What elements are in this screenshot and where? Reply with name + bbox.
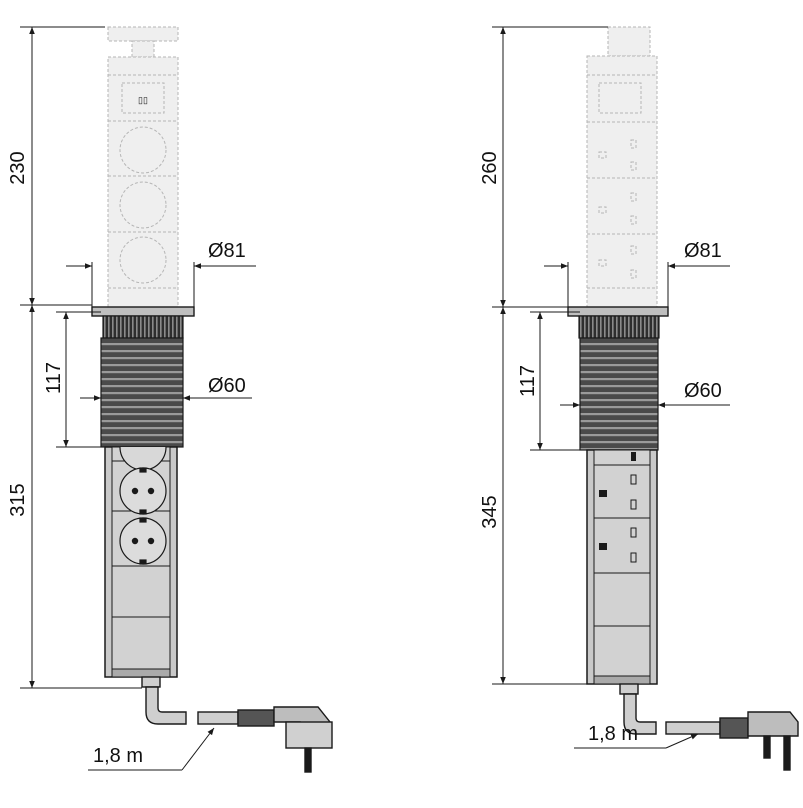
left-power-tower: ▯▯ xyxy=(7,26,333,773)
right-uk-socket-icon xyxy=(599,452,637,563)
right-extended-height-label: 260 xyxy=(479,151,501,184)
left-thread-length-label: 117 xyxy=(43,362,65,394)
left-cable-length-label: 1,8 m xyxy=(93,745,143,767)
right-thread-diameter-label: Ø60 xyxy=(684,380,722,402)
right-thread-length-label: 117 xyxy=(517,365,539,397)
left-knurl-ring xyxy=(102,315,184,339)
right-extended-ghost xyxy=(586,26,658,308)
left-flange-diameter-label: Ø81 xyxy=(208,240,246,262)
right-dimensions xyxy=(492,26,730,749)
right-cable xyxy=(619,683,799,771)
right-flange xyxy=(567,306,669,317)
left-thread xyxy=(100,337,184,448)
left-ghost-usb-icon: ▯▯ xyxy=(138,95,148,105)
left-schuko-socket-icon xyxy=(119,446,167,565)
right-power-tower: 260 345 117 Ø81 Ø60 1,8 m xyxy=(479,26,799,771)
left-extended-height-label: 230 xyxy=(7,151,29,184)
right-flange-diameter-label: Ø81 xyxy=(684,240,722,262)
left-extended-ghost xyxy=(107,26,179,308)
right-cable-length-label: 1,8 m xyxy=(588,723,638,745)
left-thread-diameter-label: Ø60 xyxy=(208,375,246,397)
right-thread xyxy=(579,337,659,451)
right-knurl-ring xyxy=(578,315,660,339)
left-body-height-label: 315 xyxy=(7,483,29,516)
left-dimensions xyxy=(20,26,256,771)
left-flange xyxy=(91,306,195,317)
right-body-height-label: 345 xyxy=(479,495,501,528)
left-cable xyxy=(141,676,333,773)
